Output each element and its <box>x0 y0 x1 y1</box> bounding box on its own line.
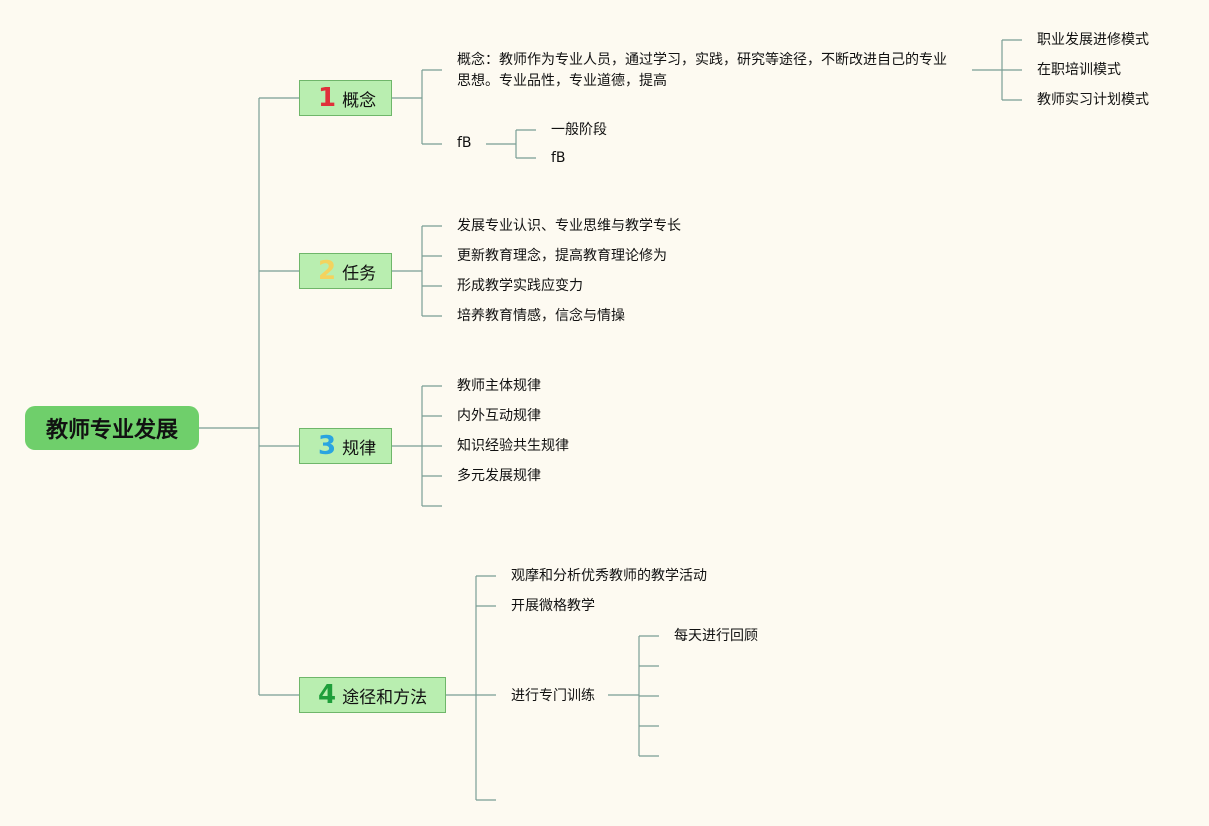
concept-child-2[interactable]: 在职培训模式 <box>1037 62 1121 78</box>
law-item-3[interactable]: 知识经验共生规律 <box>457 438 569 454</box>
number-3-icon: 3 <box>318 431 337 461</box>
branch-label: 途径和方法 <box>342 687 428 708</box>
method-item-1[interactable]: 观摩和分析优秀教师的教学活动 <box>511 568 707 584</box>
fb-child-1[interactable]: 一般阶段 <box>551 122 607 138</box>
task-item-3[interactable]: 形成教学实践应变力 <box>457 278 583 294</box>
concept-child-1[interactable]: 职业发展进修模式 <box>1037 32 1149 48</box>
task-item-4[interactable]: 培养教育情感，信念与情操 <box>457 308 625 324</box>
number-4-icon: 4 <box>318 680 337 710</box>
law-item-4[interactable]: 多元发展规律 <box>457 468 541 484</box>
method-item-2[interactable]: 开展微格教学 <box>511 598 595 614</box>
concept-child-3[interactable]: 教师实习计划模式 <box>1037 92 1149 108</box>
branch-laws[interactable]: 3 规律 <box>299 428 392 464</box>
method-item-3[interactable]: 进行专门训练 <box>511 688 595 704</box>
concept-definition[interactable]: 概念：教师作为专业人员，通过学习，实践，研究等途径，不断改进自己的专业思想。专业… <box>457 52 947 89</box>
branch-tasks[interactable]: 2 任务 <box>299 253 392 289</box>
law-item-1[interactable]: 教师主体规律 <box>457 378 541 394</box>
branch-concept[interactable]: 1 概念 <box>299 80 392 116</box>
branch-label: 规律 <box>342 438 377 459</box>
number-1-icon: 1 <box>318 83 337 113</box>
fb-child-2[interactable]: fB <box>551 150 566 166</box>
law-item-2[interactable]: 内外互动规律 <box>457 408 541 424</box>
root-label: 教师专业发展 <box>45 418 178 443</box>
root-node[interactable]: 教师专业发展 <box>25 406 199 450</box>
fb-node[interactable]: fB <box>457 135 472 151</box>
number-2-icon: 2 <box>318 256 337 286</box>
branch-label: 概念 <box>342 90 377 111</box>
training-child-1[interactable]: 每天进行回顾 <box>674 628 758 644</box>
task-item-1[interactable]: 发展专业认识、专业思维与教学专长 <box>457 218 681 234</box>
branch-methods[interactable]: 4 途径和方法 <box>299 677 446 713</box>
branch-label: 任务 <box>342 263 377 284</box>
task-item-2[interactable]: 更新教育理念，提高教育理论修为 <box>457 248 667 264</box>
